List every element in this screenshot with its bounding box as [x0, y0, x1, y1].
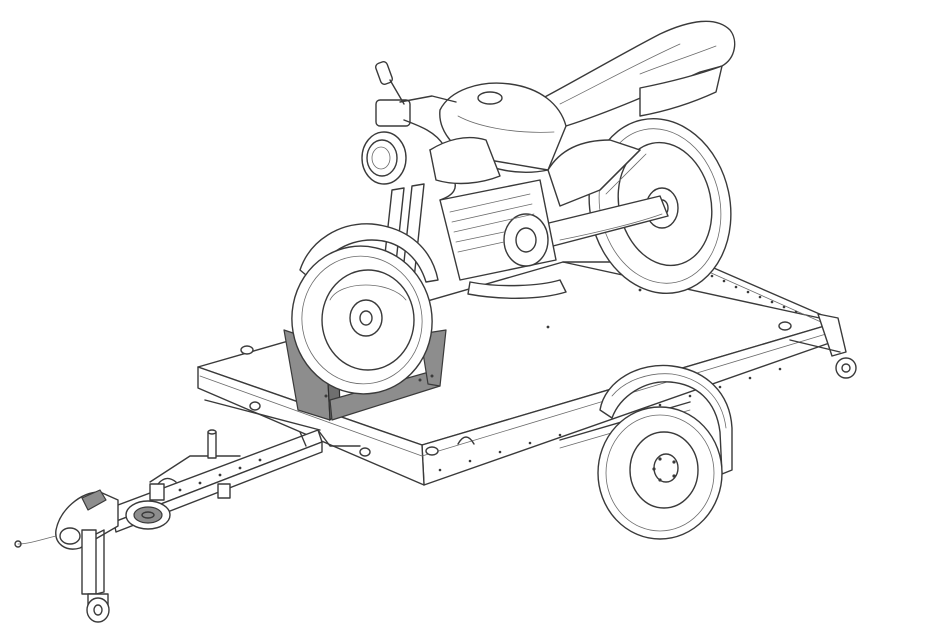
seat	[519, 20, 736, 127]
exhaust	[467, 279, 567, 299]
mudguard	[599, 364, 733, 475]
jockey-wheel	[81, 529, 110, 623]
front-wheel	[291, 245, 433, 395]
lashing-points	[240, 321, 792, 457]
motorcycle	[291, 20, 736, 395]
road-wheel	[597, 406, 723, 540]
rear-support-wheel	[789, 313, 857, 379]
coupling-head	[14, 489, 119, 550]
rail-holes	[438, 274, 798, 472]
engine	[439, 179, 557, 281]
handlebar	[375, 61, 457, 147]
front-fender	[299, 223, 439, 283]
winch	[125, 477, 177, 530]
headlight	[361, 131, 407, 185]
